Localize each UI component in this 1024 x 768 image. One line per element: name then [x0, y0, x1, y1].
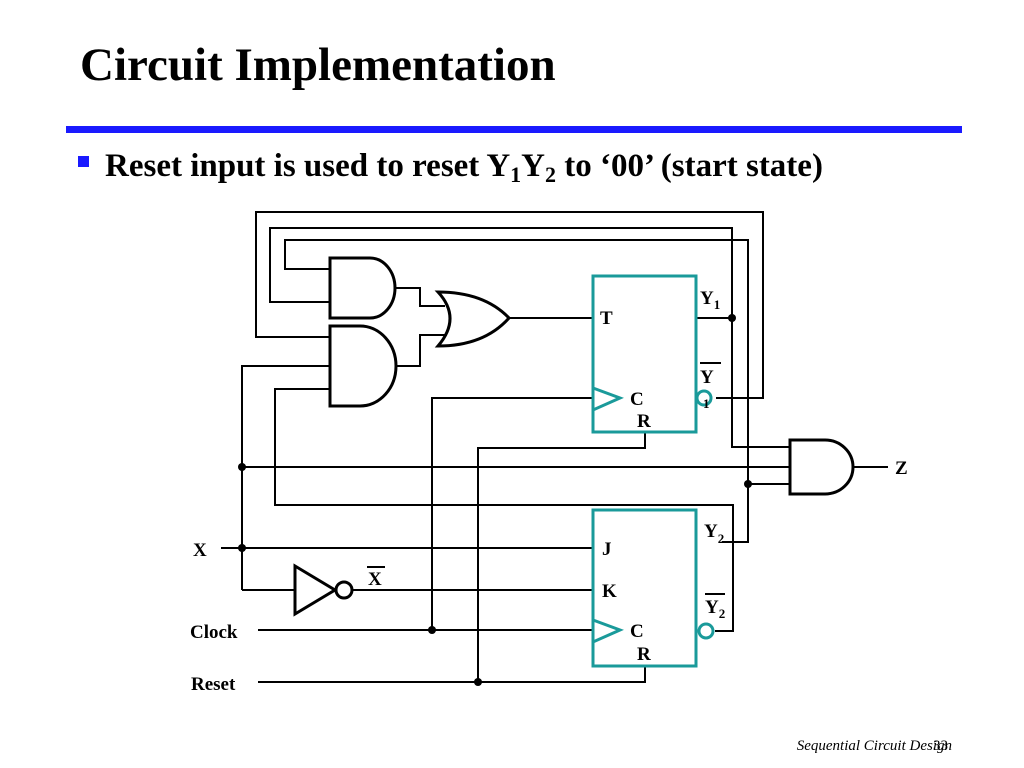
- and-gate-2: [328, 324, 398, 408]
- output-z-label: Z: [895, 458, 908, 479]
- jk-ff-j-pin: J: [602, 539, 612, 560]
- bullet-text-pre: Reset input is used to reset Y: [105, 148, 511, 184]
- bullet-text-mid: Y: [521, 148, 545, 184]
- junction-dot: [428, 626, 436, 634]
- junction-dot: [238, 463, 246, 471]
- t-ff-q-label: Y1: [700, 288, 720, 312]
- jk-ff-k-pin: K: [602, 581, 617, 602]
- bullet-item: Reset input is used to reset Y1Y2 to ‘00…: [78, 148, 823, 188]
- t-flipflop: [591, 274, 698, 434]
- page-number: 33: [933, 738, 948, 754]
- wire-and2-or: [395, 334, 445, 367]
- wire-y1bar-feedback: [255, 211, 764, 399]
- bullet-sub-2: 2: [545, 162, 556, 187]
- bullet-sub-1: 1: [510, 162, 522, 187]
- not-gate-bubble: [334, 580, 354, 600]
- t-ff-c-pin: C: [630, 389, 644, 410]
- wire-clock-up: [431, 397, 593, 630]
- jk-ff-qbar-label: Y2: [705, 597, 725, 621]
- wire-x-up: [241, 365, 330, 590]
- wires: [221, 211, 888, 683]
- or-gate: [434, 290, 512, 348]
- jk-ff-r-pin: R: [637, 644, 651, 665]
- wire-and1-or: [395, 287, 445, 307]
- not-output-label: X: [368, 569, 382, 590]
- wire-reset: [258, 666, 646, 683]
- jk-ff-qbar-bubble: [697, 622, 715, 640]
- input-clock-label: Clock: [190, 622, 238, 643]
- square-bullet-icon: [78, 156, 89, 167]
- wire-reset-up: [477, 432, 646, 682]
- jk-ff-q-label: Y2: [704, 521, 724, 546]
- t-ff-qbar-bubble: [695, 389, 713, 407]
- t-ff-r-pin: R: [637, 411, 651, 432]
- input-reset-label: Reset: [191, 674, 236, 695]
- not-gate: [293, 563, 338, 617]
- and-gate-z: [788, 438, 855, 496]
- jk-flipflop: [591, 508, 698, 668]
- title-divider: [66, 126, 962, 133]
- jk-ff-clock-triangle: [591, 617, 624, 645]
- wire-y2bar-and2: [274, 388, 734, 632]
- t-ff-clock-triangle: [591, 385, 624, 413]
- jk-ff-c-pin: C: [630, 621, 644, 642]
- junction-dot: [474, 678, 482, 686]
- footer-title: Sequential Circuit Design: [796, 738, 952, 754]
- and-gate-1: [328, 256, 397, 320]
- junctions: [238, 314, 752, 686]
- input-x-label: X: [193, 540, 207, 561]
- wire-y1-feedback: [269, 227, 733, 318]
- slide-title: Circuit Implementation: [80, 39, 556, 91]
- t-ff-t-pin: T: [600, 308, 613, 329]
- wire-y2-feedback: [284, 239, 749, 543]
- flipflops: [591, 274, 715, 668]
- junction-dot: [238, 544, 246, 552]
- junction-dot: [728, 314, 736, 322]
- bullet-text-post: to ‘00’ (start state): [556, 148, 823, 184]
- wire-y1-zand: [731, 318, 790, 448]
- junction-dot: [744, 480, 752, 488]
- gates: [293, 256, 855, 617]
